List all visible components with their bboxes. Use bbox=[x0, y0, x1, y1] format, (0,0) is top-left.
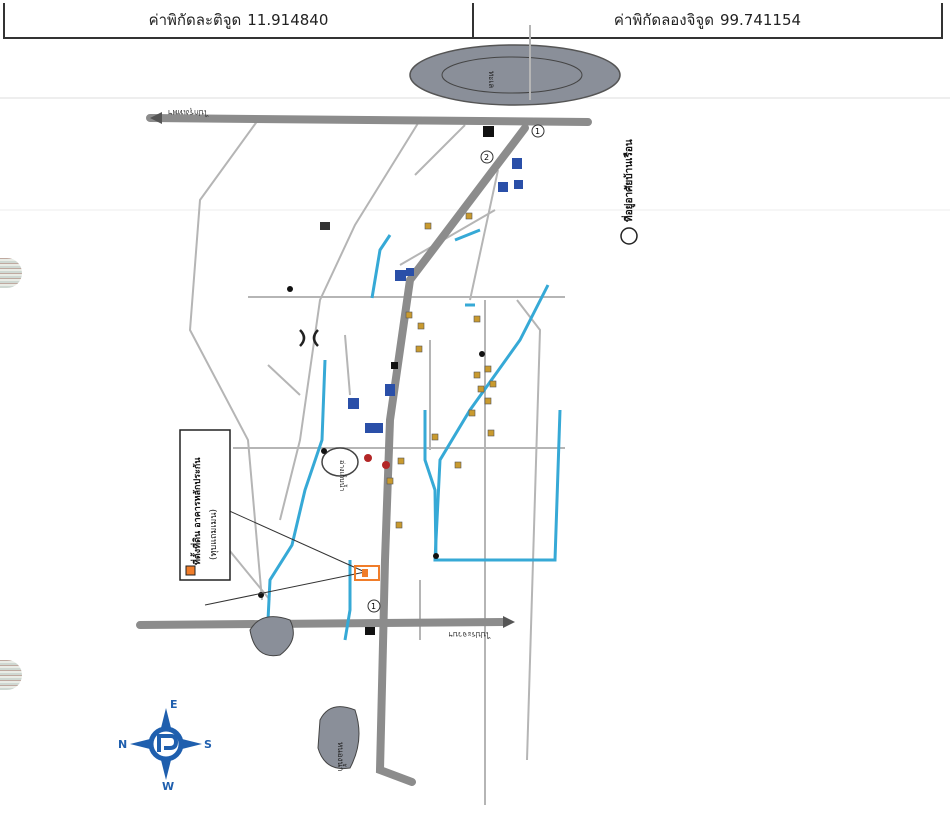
highway-roads bbox=[136, 114, 592, 786]
north-road-arrow: ไปกรุงเทพฯ ไปประจวบฯ bbox=[150, 108, 515, 639]
longitude-value: 99.741154 bbox=[719, 11, 802, 29]
binder-hole-bottom-icon bbox=[0, 660, 22, 690]
building-icon bbox=[320, 222, 330, 230]
bridge-icon bbox=[299, 329, 319, 347]
route-marker-1: 1 bbox=[535, 127, 540, 136]
target-property bbox=[204, 499, 380, 606]
reservoir-label: อ่างเก็บน้ำ bbox=[338, 460, 349, 491]
map-legend: ที่อยู่อาศัยบ้านเรือน bbox=[620, 139, 638, 245]
building-icon bbox=[385, 384, 395, 396]
building-icon bbox=[348, 398, 359, 409]
route-marker-3: 1 bbox=[371, 602, 376, 611]
south-road-label: ไปประจวบฯ bbox=[448, 630, 491, 639]
coordinate-header: ค่าพิกัดละติจูด 11.914840 ค่าพิกัดลองจิจ… bbox=[3, 3, 943, 39]
compass-south-label: S bbox=[204, 738, 212, 751]
sea-label: ทะเล bbox=[487, 71, 496, 88]
longitude-label: ค่าพิกัดลองจิจูด bbox=[613, 11, 714, 29]
route-markers: 1 2 1 bbox=[367, 124, 545, 613]
binder-hole-top-icon bbox=[0, 258, 22, 288]
compass-icon: N E S W bbox=[118, 698, 212, 793]
building-icon bbox=[365, 423, 374, 433]
minor-roads bbox=[179, 25, 565, 805]
property-label: ที่ตั้งที่ดิน อาคารหลักประกัน bbox=[190, 457, 203, 565]
property-sublabel: (ทุบแถมเมน) bbox=[209, 509, 219, 560]
building-icon bbox=[498, 182, 508, 192]
house-markers bbox=[386, 212, 497, 529]
building-icon bbox=[514, 180, 523, 189]
latitude-value: 11.914840 bbox=[247, 11, 329, 29]
building-icon bbox=[512, 158, 522, 169]
river-canals bbox=[266, 228, 562, 641]
route-marker-2: 2 bbox=[484, 153, 489, 162]
building-icon bbox=[406, 268, 414, 276]
longitude-cell: ค่าพิกัดลองจิจูด 99.741154 bbox=[472, 3, 941, 37]
building-icon bbox=[374, 423, 383, 433]
building-icon bbox=[395, 270, 406, 281]
compass-north-label: N bbox=[118, 738, 127, 751]
compass-west-label: W bbox=[162, 780, 174, 793]
compass-east-label: E bbox=[170, 698, 178, 711]
latitude-cell: ค่าพิกัดละติจูด 11.914840 bbox=[5, 3, 472, 37]
property-label-box: ที่ตั้งที่ดิน อาคารหลักประกัน (ทุบแถมเมน… bbox=[179, 429, 231, 581]
pond-label: หนองน้ำ bbox=[336, 742, 347, 771]
sea-area: ทะเล bbox=[409, 44, 621, 106]
pond-group: หนองน้ำ อ่างเก็บน้ำ bbox=[249, 447, 360, 771]
facility-markers bbox=[258, 126, 494, 635]
latitude-label: ค่าพิกัดละติจูด bbox=[148, 11, 242, 29]
legend-label: ที่อยู่อาศัยบ้านเรือน bbox=[621, 139, 636, 222]
north-road-label: ไปกรุงเทพฯ bbox=[168, 108, 209, 117]
landmark-buildings bbox=[320, 158, 523, 433]
